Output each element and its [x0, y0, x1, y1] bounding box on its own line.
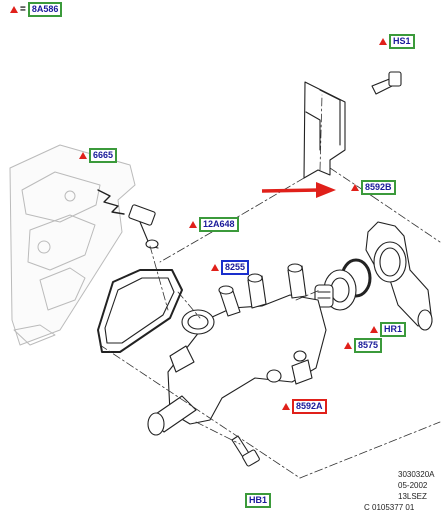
callout-8575[interactable]: 8575: [344, 338, 383, 353]
diagram-code-line: 05-2002: [398, 481, 428, 490]
thermostat-8575: [314, 269, 357, 311]
warning-triangle-icon: [189, 221, 197, 228]
diagram-code-line: 3030320A: [398, 470, 435, 479]
warning-triangle-icon: [379, 38, 387, 45]
bolt-hb1: [231, 435, 260, 467]
part-code: HS1: [389, 34, 415, 49]
gasket-8255: [97, 269, 183, 353]
callout-12a648[interactable]: 12A648: [189, 217, 239, 232]
part-code: 8575: [354, 338, 383, 353]
bracket: [303, 81, 346, 179]
part-code: HR1: [380, 322, 407, 337]
housing-outlet-8592b: [365, 221, 433, 331]
warning-triangle-icon: [211, 264, 219, 271]
callout-8592b[interactable]: 8592B: [351, 180, 396, 195]
warning-triangle-icon: [10, 6, 18, 13]
diagram-code-line: 13LSEZ: [398, 492, 427, 501]
warning-triangle-icon: [344, 342, 352, 349]
clip-6665: [97, 189, 125, 215]
legend: = 8A586: [10, 2, 63, 17]
warning-triangle-icon: [282, 403, 290, 410]
sensor-12a648: [128, 204, 159, 249]
legend-code-box: 8A586: [27, 2, 63, 17]
callout-hb1[interactable]: HB1: [245, 493, 272, 508]
warning-triangle-icon: [351, 184, 359, 191]
callout-8255[interactable]: 8255: [211, 260, 250, 275]
legend-equals: =: [20, 4, 26, 15]
callout-hs1[interactable]: HS1: [379, 34, 415, 49]
warning-triangle-icon: [370, 326, 378, 333]
engine-block: [9, 144, 136, 346]
diagram-code-block: 3030320A 05-2002 13LSEZ: [398, 469, 434, 502]
callout-8592a[interactable]: 8592A: [282, 399, 327, 414]
warning-triangle-icon: [79, 152, 87, 159]
bolt-hs1: [371, 71, 402, 95]
diagram-code-line-last: C 0105377 01: [364, 503, 415, 512]
part-code: 8592B: [361, 180, 396, 195]
part-code: 8592A: [292, 399, 327, 414]
callout-6665[interactable]: 6665: [79, 148, 118, 163]
part-code: 8255: [221, 260, 250, 275]
part-code: HB1: [245, 493, 272, 508]
pointer-arrow: [261, 182, 336, 198]
part-code: 12A648: [199, 217, 239, 232]
part-code: 6665: [89, 148, 118, 163]
callout-hr1[interactable]: HR1: [370, 322, 407, 337]
housing-8592a: [147, 263, 327, 436]
